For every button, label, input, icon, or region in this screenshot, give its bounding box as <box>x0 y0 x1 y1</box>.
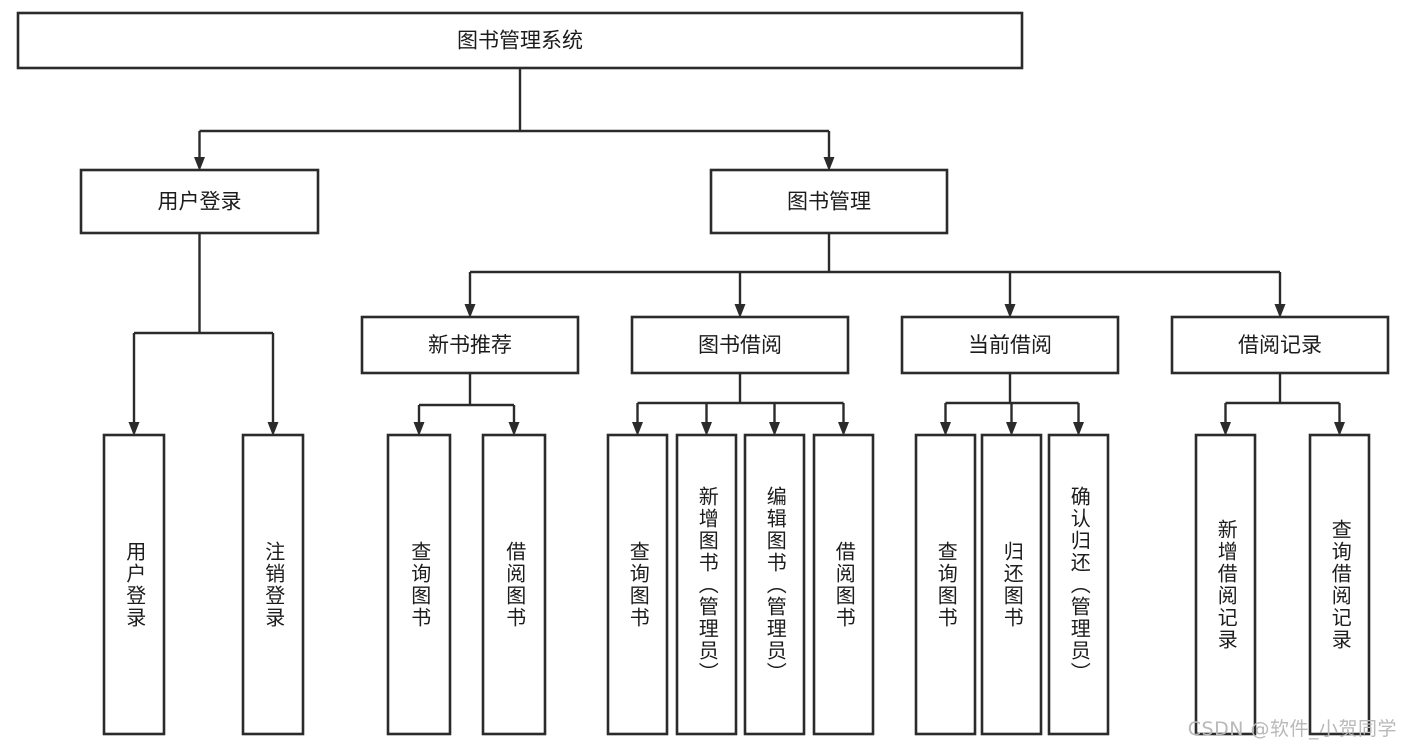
leaf-node-3[interactable] <box>481 433 547 736</box>
arrow-head-icon <box>1274 304 1286 318</box>
root-node-图书管理系统-label: 图书管理系统 <box>457 29 583 53</box>
connector-borrow-to-leaves <box>632 373 849 436</box>
leaf-node-7-rect[interactable] <box>812 433 875 736</box>
leaf-node-2[interactable] <box>386 433 452 736</box>
arrow-head-icon <box>769 422 780 436</box>
leaf-node-12[interactable] <box>1308 433 1371 736</box>
leaf-node-5[interactable] <box>675 433 738 736</box>
leaf-node-6[interactable] <box>743 433 806 736</box>
root-node-图书管理系统-rect[interactable] <box>16 11 1024 70</box>
arrow-head-icon <box>508 422 520 436</box>
level1-node-1[interactable]: 图书管理 <box>709 168 949 235</box>
arrow-head-icon <box>838 422 849 436</box>
leaf-node-10[interactable] <box>1047 433 1110 736</box>
level2-node-2-rect[interactable] <box>900 315 1120 375</box>
arrow-head-icon <box>1334 422 1345 436</box>
leaf-node-8-rect[interactable] <box>914 433 977 736</box>
level2-node-0[interactable]: 新书推荐 <box>360 315 580 375</box>
leaf-node-12-rect[interactable] <box>1308 433 1371 736</box>
level1-node-0-rect[interactable] <box>79 168 320 235</box>
level2-node-3-rect[interactable] <box>1170 315 1390 375</box>
level2-node-2-label: 当前借阅 <box>968 333 1052 357</box>
level1-node-0[interactable]: 用户登录 <box>79 168 320 235</box>
arrow-head-icon <box>734 304 746 318</box>
leaf-node-11-rect[interactable] <box>1194 433 1257 736</box>
level2-node-0-rect[interactable] <box>360 315 580 375</box>
arrow-head-icon <box>464 304 476 318</box>
connector-booksmgmt-to-level2 <box>464 233 1286 318</box>
leaf-node-5-rect[interactable] <box>675 433 738 736</box>
leaf-node-11[interactable] <box>1194 433 1257 736</box>
leaf-node-10-rect[interactable] <box>1047 433 1110 736</box>
arrow-head-icon <box>194 157 205 171</box>
level2-node-3-label: 借阅记录 <box>1238 333 1322 357</box>
connectors-layer <box>128 68 1345 436</box>
connector-userlogin-to-leaves <box>128 233 279 436</box>
leaf-node-0-rect[interactable] <box>102 433 166 736</box>
arrow-head-icon <box>701 422 712 436</box>
leaf-node-1[interactable] <box>241 433 305 736</box>
level1-node-1-label: 图书管理 <box>787 190 871 214</box>
leaf-node-1-rect[interactable] <box>241 433 305 736</box>
level1-node-1-rect[interactable] <box>709 168 949 235</box>
watermark-text: CSDN @软件_小贺同学 <box>1187 718 1397 740</box>
arrow-head-icon <box>1220 422 1231 436</box>
leaf-node-0[interactable] <box>102 433 166 736</box>
connector-newbook-to-leaves <box>413 373 520 436</box>
level2-node-3[interactable]: 借阅记录 <box>1170 315 1390 375</box>
arrow-head-icon <box>823 157 835 171</box>
leaf-node-4-rect[interactable] <box>606 433 669 736</box>
arrow-head-icon <box>1004 304 1016 318</box>
leaf-node-9-rect[interactable] <box>980 433 1043 736</box>
leaf-node-9[interactable] <box>980 433 1043 736</box>
leaf-node-3-rect[interactable] <box>481 433 547 736</box>
arrow-head-icon <box>413 422 425 436</box>
connector-root-to-level1 <box>194 68 835 171</box>
leaf-node-4[interactable] <box>606 433 669 736</box>
arrow-head-icon <box>632 422 643 436</box>
level2-node-1[interactable]: 图书借阅 <box>630 315 850 375</box>
leaf-node-2-rect[interactable] <box>386 433 452 736</box>
arrow-head-icon <box>1006 422 1017 436</box>
level2-node-0-label: 新书推荐 <box>428 333 512 357</box>
level2-node-1-label: 图书借阅 <box>698 333 782 357</box>
leaf-node-6-rect[interactable] <box>743 433 806 736</box>
arrow-head-icon <box>128 422 140 436</box>
root-node-图书管理系统[interactable]: 图书管理系统 <box>16 11 1024 70</box>
arrow-head-icon <box>940 422 951 436</box>
level1-node-0-label: 用户登录 <box>158 190 242 214</box>
arrow-head-icon <box>267 422 279 436</box>
level2-node-2[interactable]: 当前借阅 <box>900 315 1120 375</box>
arrow-head-icon <box>1073 422 1084 436</box>
connector-current-to-leaves <box>940 373 1084 436</box>
level2-node-1-rect[interactable] <box>630 315 850 375</box>
leaf-node-7[interactable] <box>812 433 875 736</box>
leaf-node-8[interactable] <box>914 433 977 736</box>
connector-record-to-leaves <box>1220 373 1345 436</box>
